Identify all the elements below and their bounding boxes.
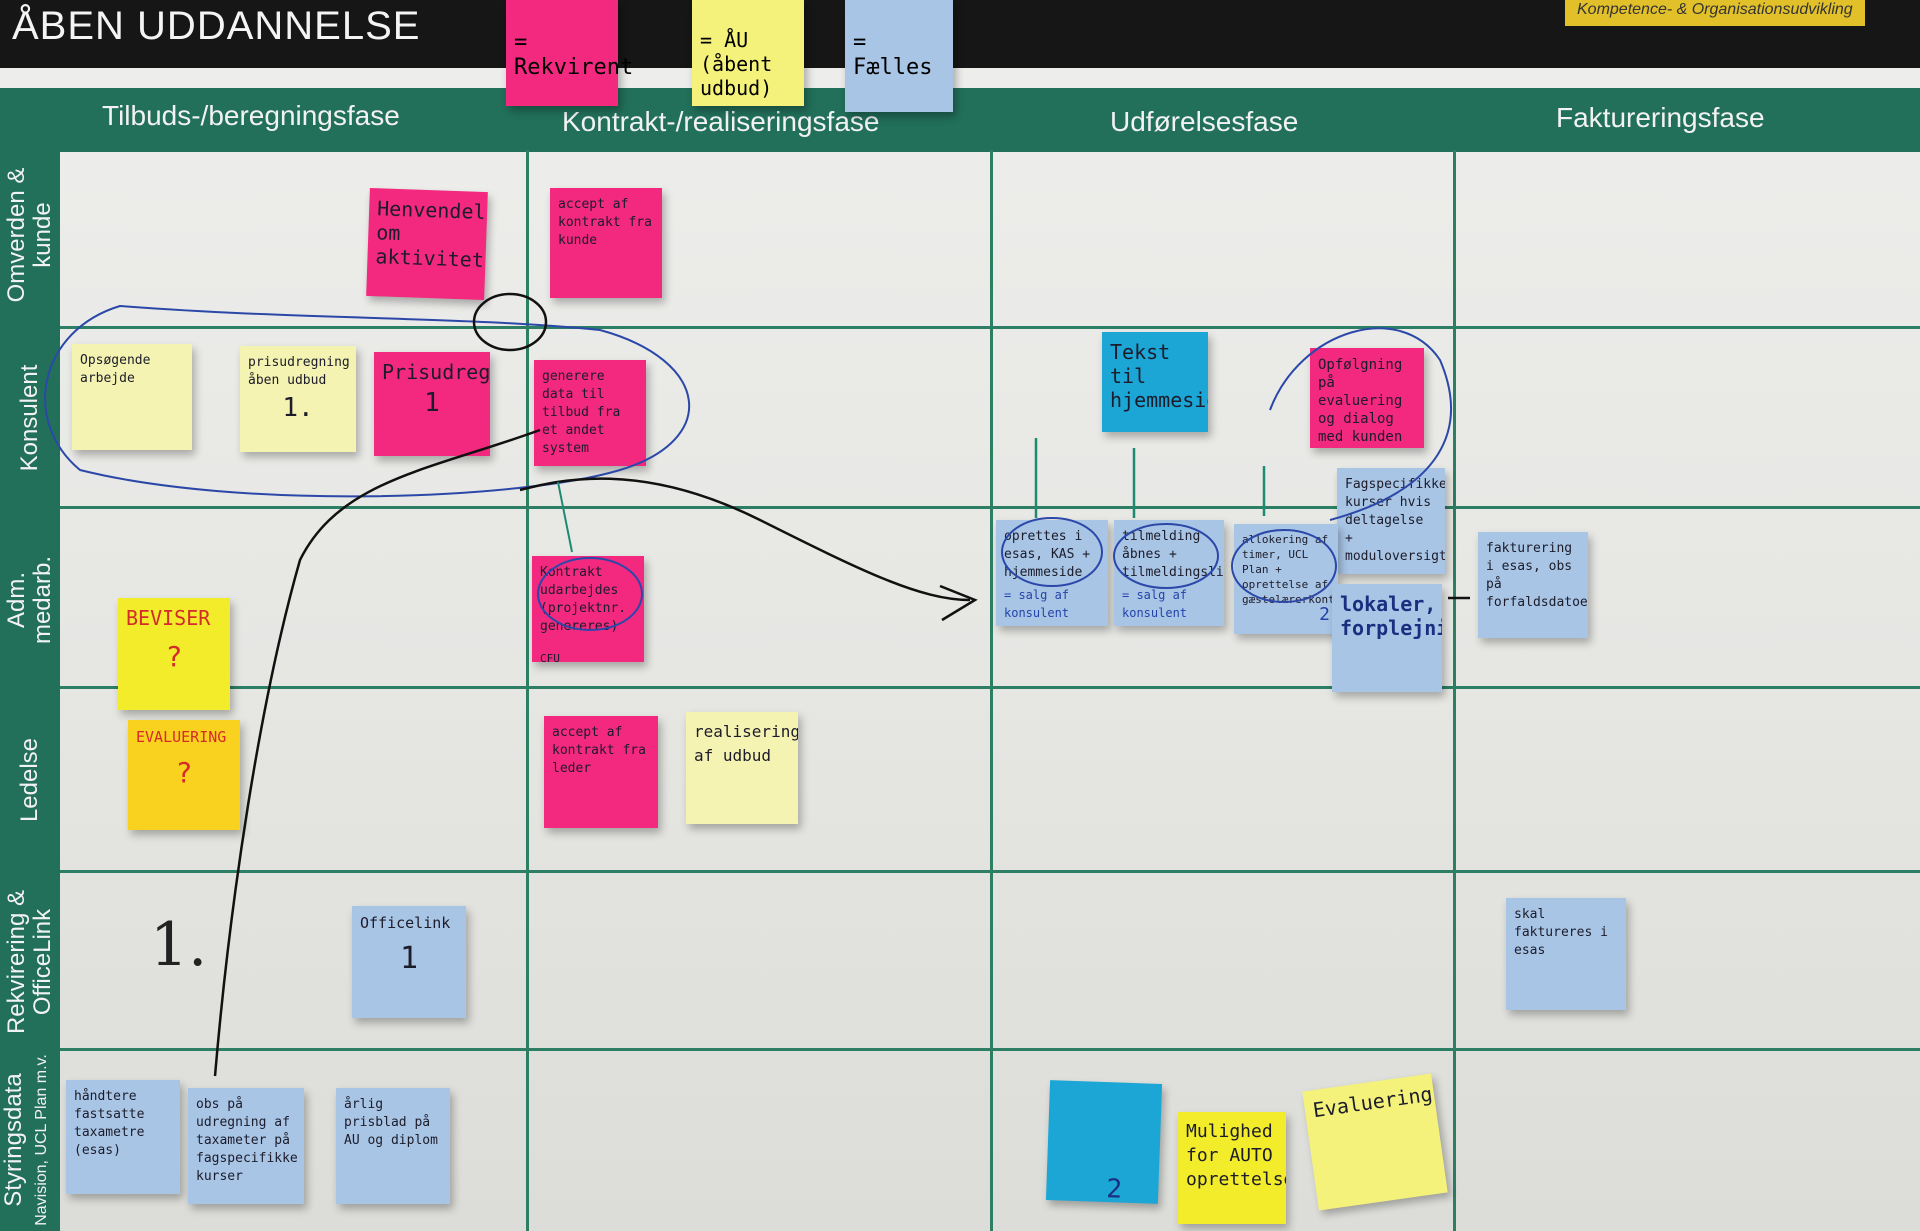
phase-kontrakt: Kontrakt-/realiseringsfase <box>562 106 879 138</box>
sticky-fagspecifikke: Fagspecifikke kurser hvis deltagelse + m… <box>1337 468 1445 574</box>
prisudregning-text: prisudregning åben udbud <box>248 354 348 390</box>
sticky-fakturering: fakturering i esas, obs på forfaldsdatoe… <box>1478 532 1588 638</box>
sticky-accept-leder: accept af kontrakt fra leder <box>544 716 658 828</box>
sticky-officelink: Officelink 1 <box>352 906 466 1018</box>
phase-udfoerelse: Udførelsesfase <box>1110 106 1298 138</box>
allokering-text: allokering af timer, UCL Plan + oprettel… <box>1242 532 1330 607</box>
sticky-obs-udregning: obs på udregning af taxameter på fagspec… <box>188 1088 304 1204</box>
sticky-opsoegende: Opsøgende arbejde <box>72 344 192 450</box>
loop-circle <box>474 294 546 350</box>
row-styringsdata: Styringsdata <box>1 1073 27 1206</box>
row-rekvirering: Rekvirering & OfficeLink <box>4 872 56 1052</box>
sticky-beviser: BEVISER ? <box>118 598 230 710</box>
phase-tilbud: Tilbuds-/beregningsfase <box>102 100 400 132</box>
sticky-kontrakt: Kontrakt udarbejdes (projektnr. generere… <box>532 556 644 662</box>
sticky-aarlig-prisblad: årlig prisblad på AU og diplom <box>336 1088 450 1204</box>
legend-rekvirent: = Rekvirent <box>506 0 618 106</box>
sticky-tilmelding: tilmelding åbnes + tilmeldingslink = sal… <box>1114 520 1224 626</box>
teal-link <box>558 482 572 552</box>
sticky-realisering: realisering af udbud <box>686 712 798 824</box>
arrowhead-udfoerelse <box>940 586 975 620</box>
grid-line <box>60 686 1920 689</box>
prisudregning-number: 1. <box>248 396 348 420</box>
evaluering-orange-text: EVALUERING <box>136 728 232 746</box>
grid-line <box>60 870 1920 873</box>
grid-line <box>60 506 1920 509</box>
prisudregning2-text: Prisudregning <box>382 360 482 384</box>
grid-line <box>60 1048 1920 1051</box>
sticky-cyan-2: 2 <box>1046 1080 1162 1204</box>
kontrakt-cfu: CFU <box>540 650 636 662</box>
sticky-tekst-hjemmeside: Tekst til hjemmeside <box>1102 332 1208 432</box>
legend-aabent-udbud: = ÅU (åbent udbud) <box>692 0 804 106</box>
beviser-question: ? <box>126 640 222 674</box>
allokering-number: 2 <box>1242 607 1330 622</box>
row-omverden: Omverden & kunde <box>4 150 56 320</box>
row-konsulent: Konsulent <box>17 365 43 472</box>
sticky-generere-data: generere data til tilbud fra et andet sy… <box>534 360 646 466</box>
prisudregning2-number: 1 <box>382 394 482 412</box>
tilmelding-text: tilmelding åbnes + tilmeldingslink <box>1122 528 1216 582</box>
annotation-one: 1. <box>150 910 207 980</box>
board-title: ÅBEN UDDANNELSE <box>12 4 420 49</box>
sticky-prisudregning: Prisudregning 1 <box>374 352 490 456</box>
oprettes-sub: = salg af konsulent <box>1004 586 1100 622</box>
beviser-text: BEVISER <box>126 606 222 630</box>
organisation-label: Kompetence- & Organisationsudvikling <box>1565 0 1865 26</box>
legend-faelles: = Fælles <box>845 0 953 112</box>
sticky-prisudregning-aaben: prisudregning åben udbud 1. <box>240 346 356 452</box>
row-ledelse: Ledelse <box>17 738 43 822</box>
cyan-number: 2 <box>1106 1180 1122 1199</box>
officelink-number: 1 <box>360 950 458 968</box>
sticky-evaluering-orange: EVALUERING ? <box>128 720 240 830</box>
evaluering-orange-question: ? <box>136 756 232 790</box>
sticky-haandtere: håndtere fastsatte taxametre (esas) <box>66 1080 180 1194</box>
grid-line <box>526 150 529 1231</box>
grid-line <box>1453 150 1456 1231</box>
phase-fakturering: Faktureringsfase <box>1556 102 1765 134</box>
officelink-text: Officelink <box>360 914 458 932</box>
row-styringsdata-sub: Navision, UCL Plan m.v. <box>33 1054 51 1226</box>
tilmelding-sub: = salg af konsulent <box>1122 586 1216 622</box>
sticky-henvendelse: Henvendelse om aktivitet <box>366 188 488 300</box>
oprettes-text: oprettes i esas, KAS + hjemmeside <box>1004 528 1100 582</box>
sticky-oprettes: oprettes i esas, KAS + hjemmeside = salg… <box>996 520 1108 626</box>
sticky-mulighed: Mulighed for AUTO oprettelse <box>1178 1112 1286 1224</box>
kontrakt-text: Kontrakt udarbejdes (projektnr. generere… <box>540 564 636 636</box>
row-adm: Adm. medarb. <box>4 535 56 665</box>
sticky-allokering: allokering af timer, UCL Plan + oprettel… <box>1234 524 1338 634</box>
title-bar: ÅBEN UDDANNELSE Kompetence- & Organisati… <box>0 0 1920 68</box>
grid-line <box>60 326 1920 329</box>
grid-line <box>990 150 993 1231</box>
sticky-accept-kunde: accept af kontrakt fra kunde <box>550 188 662 298</box>
sticky-skal-faktureres: skal faktureres i esas <box>1506 898 1626 1010</box>
sticky-opfoelgning: Opfølgning på evaluering og dialog med k… <box>1310 348 1424 448</box>
sticky-evaluering: Evaluering <box>1302 1074 1447 1211</box>
sticky-lokaler: lokaler, forplejning <box>1332 584 1442 692</box>
